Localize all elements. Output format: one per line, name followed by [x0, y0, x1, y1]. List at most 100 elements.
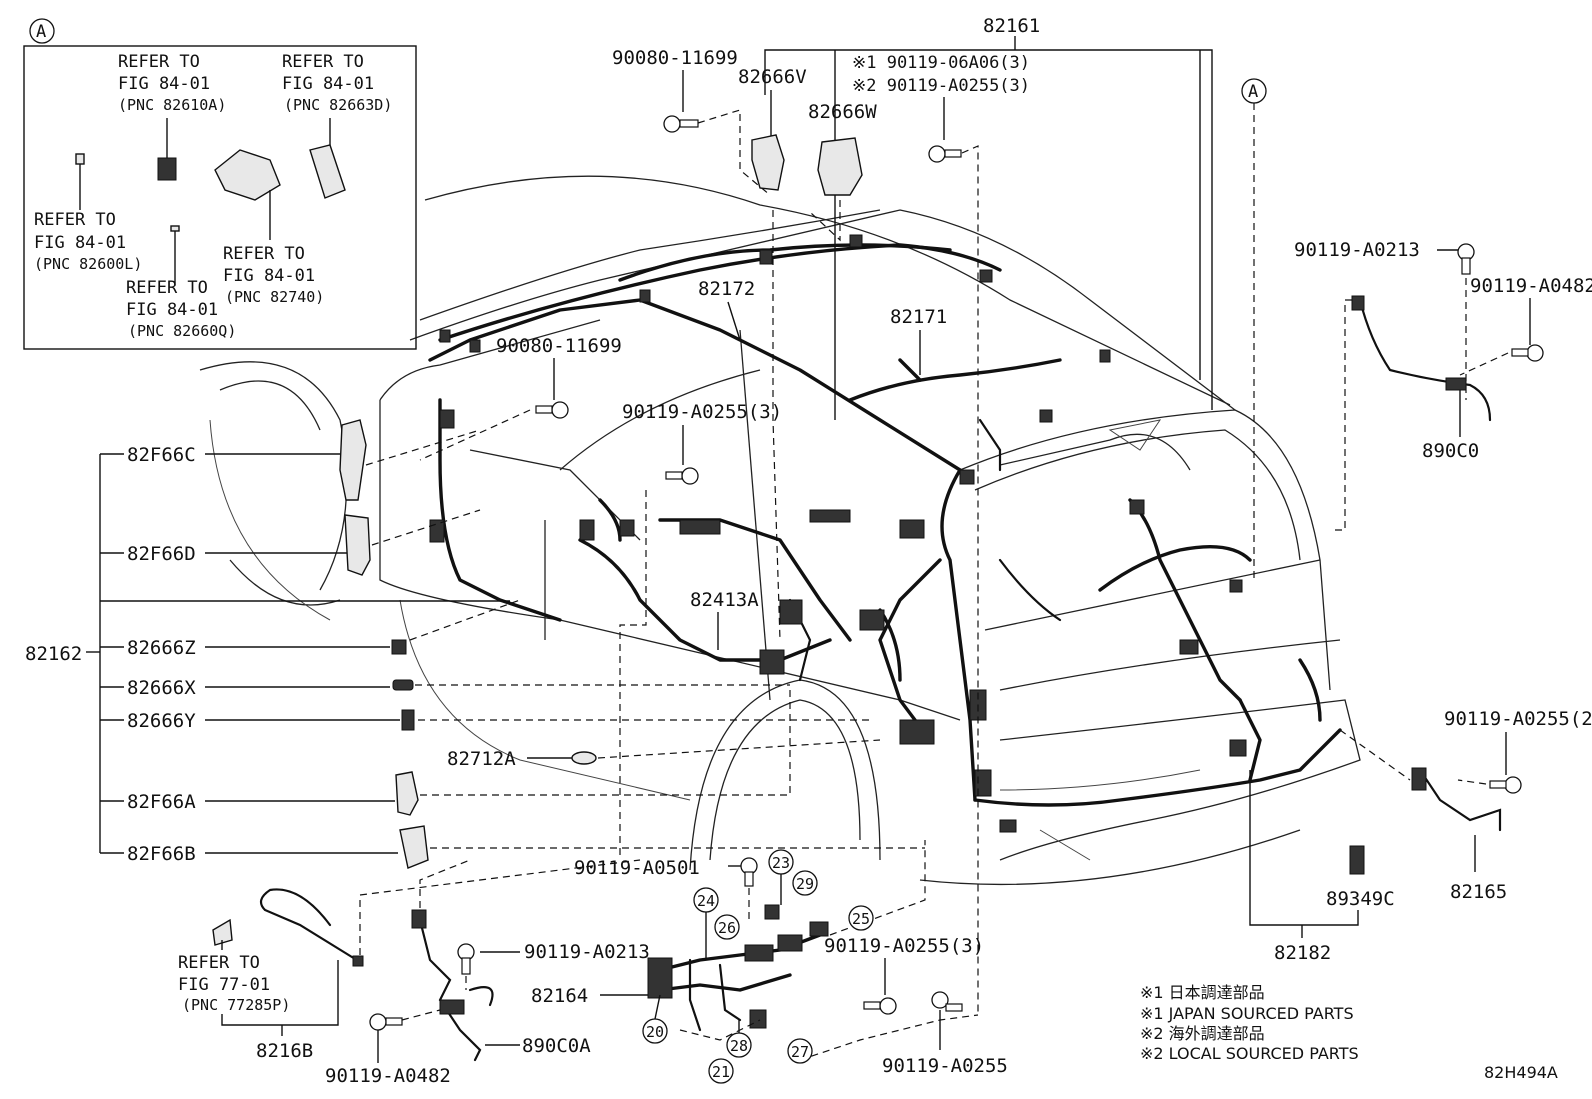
inset-ref-5-line2: FIG 84-01: [126, 300, 218, 320]
bolt-icon: [928, 145, 962, 163]
svg-text:25: 25: [852, 910, 870, 928]
inset-part-82610A: [157, 157, 177, 181]
label-refer-77-line1: REFER TO: [178, 953, 260, 973]
inset-ref-4-line2: FIG 84-01: [223, 266, 315, 286]
svg-text:21: 21: [712, 1063, 730, 1081]
label-90080-11699-mid: 90080-11699: [496, 335, 622, 357]
callout-24: 24: [693, 887, 719, 913]
inset-ref-2-pnc: (PNC 82663D): [284, 96, 392, 114]
bolt-icon: [457, 943, 475, 975]
inset-part-82663D: [309, 144, 346, 199]
part-82F66A: [395, 771, 419, 816]
svg-text:29: 29: [796, 875, 814, 893]
label-82666Y: 82666Y: [127, 710, 196, 732]
part-82164: [647, 904, 829, 1032]
bolt-icon: [369, 1013, 403, 1031]
bolt-icon: [931, 991, 963, 1012]
inset-marker-circle: [29, 18, 55, 44]
inset-ref-2-line1: REFER TO: [282, 52, 364, 72]
callout-29: 29: [792, 870, 818, 896]
inset-box: A REFER TO FIG 84-01 (PNC 82610A) REFER …: [23, 18, 417, 350]
part-89349C: [1349, 845, 1365, 875]
inset-ref-1-line2: FIG 84-01: [118, 74, 210, 94]
bolt-icon: [863, 997, 897, 1015]
label-82172: 82172: [698, 278, 755, 300]
right-callouts: 90119-A0213 90119-A0482 890C0 90119-A025…: [1249, 239, 1592, 964]
label-82F66A: 82F66A: [127, 791, 196, 813]
label-82413A: 82413A: [690, 589, 759, 611]
label-8216B: 8216B: [256, 1040, 313, 1062]
bolt-icon: [663, 115, 699, 133]
callout-28: 28: [726, 1032, 752, 1058]
label-90119-A0255-3-mid: 90119-A0255(3): [622, 401, 782, 423]
label-82164: 82164: [531, 985, 588, 1007]
inset-ref-1-line1: REFER TO: [118, 52, 200, 72]
part-82666W: [817, 137, 863, 196]
part-890C0-harness: [1358, 298, 1492, 422]
part-82F66B: [399, 825, 429, 869]
label-refer-77-pnc: (PNC 77285P): [182, 996, 290, 1014]
legend-line-3: ※2 海外調達部品: [1140, 1024, 1265, 1043]
bottom-callouts: 90119-A0501 90119-A0213 82164: [457, 840, 1008, 1084]
callout-27: 27: [787, 1038, 813, 1064]
label-82666V: 82666V: [738, 66, 807, 88]
callout-25: 25: [848, 905, 874, 931]
callout-26: 26: [714, 914, 740, 940]
label-82712A: 82712A: [447, 748, 516, 770]
legend-line-4: ※2 LOCAL SOURCED PARTS: [1140, 1044, 1359, 1063]
bolt-icon: [535, 401, 569, 419]
label-82F66C: 82F66C: [127, 444, 196, 466]
part-890C0-connector: [1351, 295, 1365, 311]
legend-line-1: ※1 日本調達部品: [1140, 983, 1265, 1002]
part-82666Y: [401, 709, 415, 731]
label-90119-A0255-3-bottom: 90119-A0255(3): [824, 935, 984, 957]
wire-harnesses: [428, 243, 1342, 807]
inset-ref-4-pnc: (PNC 82740): [225, 288, 324, 306]
part-8216B: [259, 888, 362, 964]
label-82666Z: 82666Z: [127, 637, 196, 659]
bolt-icon: [665, 467, 699, 485]
callout-21: 21: [708, 1058, 734, 1084]
harness-connectors: [429, 234, 1247, 833]
part-82F66C: [339, 419, 367, 501]
inset-ref-3-line1: REFER TO: [34, 210, 116, 230]
diagram-id: 82H494A: [1484, 1063, 1558, 1082]
inset-ref-5-pnc: (PNC 82660Q): [128, 322, 236, 340]
svg-text:28: 28: [730, 1037, 748, 1055]
vehicle-body: [199, 175, 1361, 886]
label-90119-A0213-bottom: 90119-A0213: [524, 941, 650, 963]
inset-part-82660Q: [170, 225, 180, 232]
svg-text:27: 27: [791, 1043, 809, 1061]
inset-part-82600L: [75, 153, 85, 165]
label-82666X: 82666X: [127, 677, 196, 699]
inset-ref-2-line2: FIG 84-01: [282, 74, 374, 94]
part-890C0-bracket: [1445, 377, 1467, 391]
inset-marker: A: [36, 22, 46, 42]
top-callouts: 82161 90080-11699 82666V 82666W ※1 90119…: [419, 15, 1267, 1015]
label-82165: 82165: [1450, 881, 1507, 903]
part-82712A: [571, 751, 597, 765]
label-82666W: 82666W: [808, 101, 877, 123]
legend-line-2: ※1 JAPAN SOURCED PARTS: [1140, 1004, 1354, 1023]
part-82165: [1418, 768, 1502, 832]
bottom-left-callouts: REFER TO FIG 77-01 (PNC 77285P) 8216B 90…: [178, 859, 641, 1087]
label-90119-A0482-bottom: 90119-A0482: [325, 1065, 451, 1087]
part-82666V: [751, 134, 785, 191]
callout-23: 23: [768, 849, 794, 875]
label-90080-11699-top: 90080-11699: [612, 47, 738, 69]
label-90119-A0255-2: 90119-A0255(2): [1444, 708, 1592, 730]
label-890C0A: 890C0A: [522, 1035, 591, 1057]
label-82F66D: 82F66D: [127, 543, 196, 565]
label-89349C: 89349C: [1326, 888, 1395, 910]
inset-ref-1-pnc: (PNC 82610A): [118, 96, 226, 114]
bolt-icon: [1489, 776, 1522, 794]
label-82162: 82162: [25, 643, 82, 665]
inset-ref-4-line1: REFER TO: [223, 244, 305, 264]
label-note-2: ※2 90119-A0255(3): [852, 76, 1030, 96]
inset-ref-3-line2: FIG 84-01: [34, 233, 126, 253]
label-82171: 82171: [890, 306, 947, 328]
part-8216B-clip: [212, 918, 233, 946]
svg-text:20: 20: [646, 1023, 664, 1041]
svg-text:24: 24: [697, 892, 715, 910]
